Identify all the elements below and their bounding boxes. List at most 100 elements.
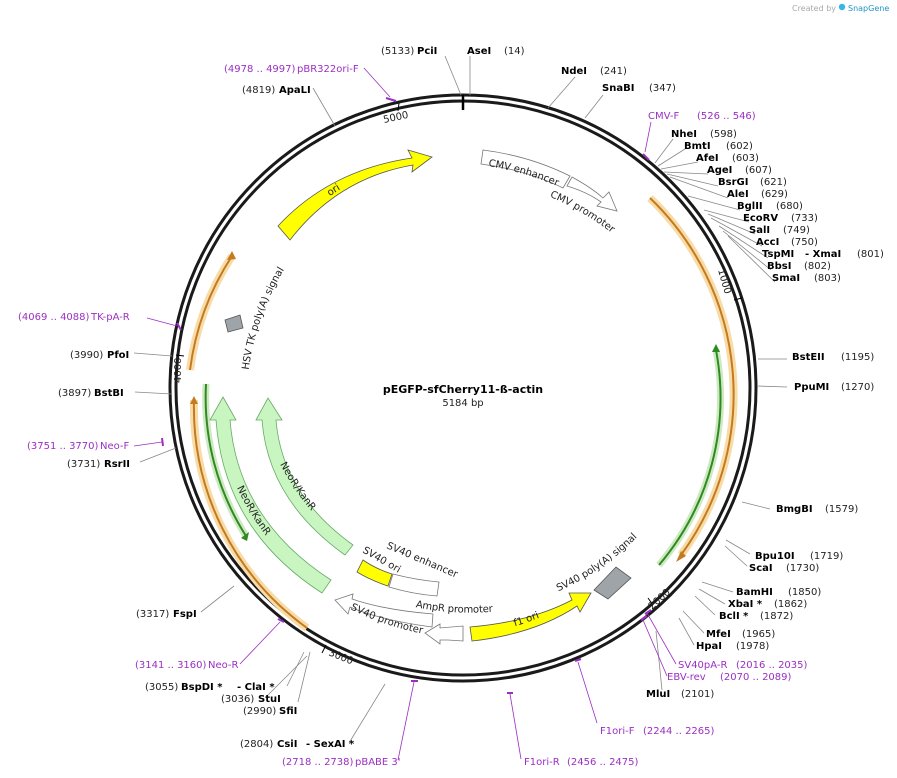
site-tspmi[interactable]: TspMI: [762, 249, 794, 260]
site-pos-nhei: (598): [710, 129, 737, 140]
primer-bar-cmvf: [642, 153, 650, 161]
feature-hsv-tk-polya-label: HSV TK poly(A) signal: [241, 265, 287, 370]
site-xbai[interactable]: XbaI *: [728, 599, 763, 610]
primer-pbr322ori[interactable]: pBR322ori-F: [297, 64, 359, 75]
site-pos-bcli: (1872): [760, 611, 793, 622]
primer-range-f1orif: (2244 .. 2265): [643, 726, 715, 737]
site-pos-smai: (803): [814, 273, 841, 284]
site-pos-ppumi: (1270): [841, 382, 874, 393]
primer-range-tkpar: (4069 .. 4088): [18, 312, 90, 323]
tick-mark-3000: [321, 644, 327, 654]
site-mfei[interactable]: MfeI: [706, 629, 731, 640]
primer-pbabe[interactable]: pBABE 3': [355, 757, 401, 768]
site-pos-bsteii: (1195): [841, 352, 874, 363]
primer-range-pbr322ori: (4978 .. 4997): [224, 64, 296, 75]
site-pos-bpu10i: (1719): [810, 551, 843, 562]
site-rsrii[interactable]: RsrII: [104, 459, 130, 470]
site-ecorv[interactable]: EcoRV: [743, 213, 778, 224]
site-leader-lines: [133, 55, 788, 744]
feature-sv40-enhancer: [388, 573, 440, 597]
primer-range-neof: (3751 .. 3770): [27, 441, 99, 452]
site-bpu10i[interactable]: Bpu10I: [755, 551, 795, 562]
site-snabi[interactable]: SnaBI: [602, 83, 634, 94]
site-pos-ndei: (241): [600, 66, 627, 77]
site-pos-pfoi: (3990): [70, 350, 103, 361]
orf-right: [649, 197, 735, 556]
primer-bar-f1orif: [574, 658, 582, 662]
site-ppumi[interactable]: PpuMI: [794, 382, 829, 393]
site-scai[interactable]: ScaI: [749, 563, 773, 574]
primer-bar-sv40par: [644, 609, 652, 615]
plasmid-name: pEGFP-sfCherry11-ß-actin: [383, 383, 543, 396]
site-pos-pcii: (5133): [381, 46, 414, 57]
site-stui[interactable]: StuI: [258, 694, 281, 705]
site-pos-scai: (1730): [786, 563, 819, 574]
site-mlui[interactable]: MluI: [646, 689, 670, 700]
site-smai[interactable]: SmaI: [772, 273, 800, 284]
site-bbsi[interactable]: BbsI: [767, 261, 791, 272]
primer-neor[interactable]: Neo-R: [208, 660, 239, 671]
site-sexai[interactable]: - SexAI *: [306, 739, 355, 750]
site-acci[interactable]: AccI: [756, 237, 779, 248]
primer-range-pbabe: (2718 .. 2738): [282, 757, 354, 768]
site-bmgbi[interactable]: BmgBI: [776, 504, 813, 515]
site-hpai[interactable]: HpaI: [696, 641, 722, 652]
site-pos-rsrii: (3731): [67, 459, 100, 470]
site-xmai[interactable]: - XmaI: [805, 249, 841, 260]
tick-2000: 2000: [647, 587, 673, 612]
site-bcli[interactable]: BclI *: [719, 611, 749, 622]
site-asei[interactable]: AseI: [467, 46, 491, 57]
primer-cmvf[interactable]: CMV-F: [648, 111, 679, 122]
feature-hsv-tk-polya: [224, 314, 244, 333]
site-apali[interactable]: ApaLI: [279, 85, 311, 96]
site-bglii[interactable]: BglII: [737, 201, 763, 212]
feature-sv40-promoter: [334, 593, 434, 628]
orf-left-arrowhead: [190, 396, 198, 404]
tick-4000: 4000: [173, 358, 184, 383]
site-ndei[interactable]: NdeI: [561, 66, 587, 77]
orf-upperleft-arrowhead: [227, 251, 236, 260]
site-sfii[interactable]: SfiI: [279, 706, 297, 717]
site-agei[interactable]: AgeI: [707, 165, 732, 176]
site-bstbi[interactable]: BstBI: [94, 388, 124, 399]
site-fspi[interactable]: FspI: [173, 609, 197, 620]
site-nhei[interactable]: NheI: [671, 129, 697, 140]
primer-sv40par[interactable]: SV40pA-R: [678, 660, 727, 671]
site-bsteii[interactable]: BstEII: [792, 352, 825, 363]
plasmid-length: 5184 bp: [442, 398, 483, 409]
tick-mark-4000: [175, 354, 185, 357]
site-sali[interactable]: SalI: [749, 225, 770, 236]
primer-leader-lines: [133, 67, 677, 761]
primer-range-cmvf: (526 .. 546): [697, 111, 756, 122]
orf-left-green: [204, 383, 247, 537]
feature-sv40-polya: [593, 566, 632, 600]
orf-upperleft: [189, 255, 233, 371]
site-clai[interactable]: - ClaI *: [237, 682, 275, 693]
site-pos-hpai: (1978): [736, 641, 769, 652]
site-bsrgi[interactable]: BsrGI: [718, 177, 748, 188]
site-alei[interactable]: AleI: [727, 189, 749, 200]
feature-ampr-promoter: [424, 623, 464, 645]
feature-cmv-promoter: [566, 176, 618, 212]
tick-1000: 1000: [715, 268, 733, 295]
site-bamhi[interactable]: BamHI: [736, 587, 773, 598]
credit-prefix: Created by: [792, 4, 836, 13]
site-bspdi[interactable]: BspDI *: [181, 682, 223, 693]
primer-neof[interactable]: Neo-F: [100, 441, 130, 452]
primer-tkpar[interactable]: TK-pA-R: [90, 312, 130, 323]
site-pos-bspdi: (3055): [145, 682, 178, 693]
primer-range-sv40par: (2016 .. 2035): [736, 660, 808, 671]
site-bmti[interactable]: BmtI: [684, 141, 711, 152]
primer-f1orif[interactable]: F1ori-F: [600, 726, 635, 737]
site-csii[interactable]: CsiI: [277, 739, 297, 750]
tick-mark-1000: [733, 297, 743, 301]
site-afei[interactable]: AfeI: [696, 153, 719, 164]
site-pos-agei: (607): [745, 165, 772, 176]
primer-bar-neof: [161, 437, 164, 447]
site-pfoi[interactable]: PfoI: [107, 350, 129, 361]
primer-f1orir[interactable]: F1ori-R: [524, 757, 560, 768]
feature-ori: [277, 149, 433, 241]
site-pcii[interactable]: PciI: [417, 46, 437, 57]
primer-ebvrev[interactable]: EBV-rev: [667, 672, 706, 683]
